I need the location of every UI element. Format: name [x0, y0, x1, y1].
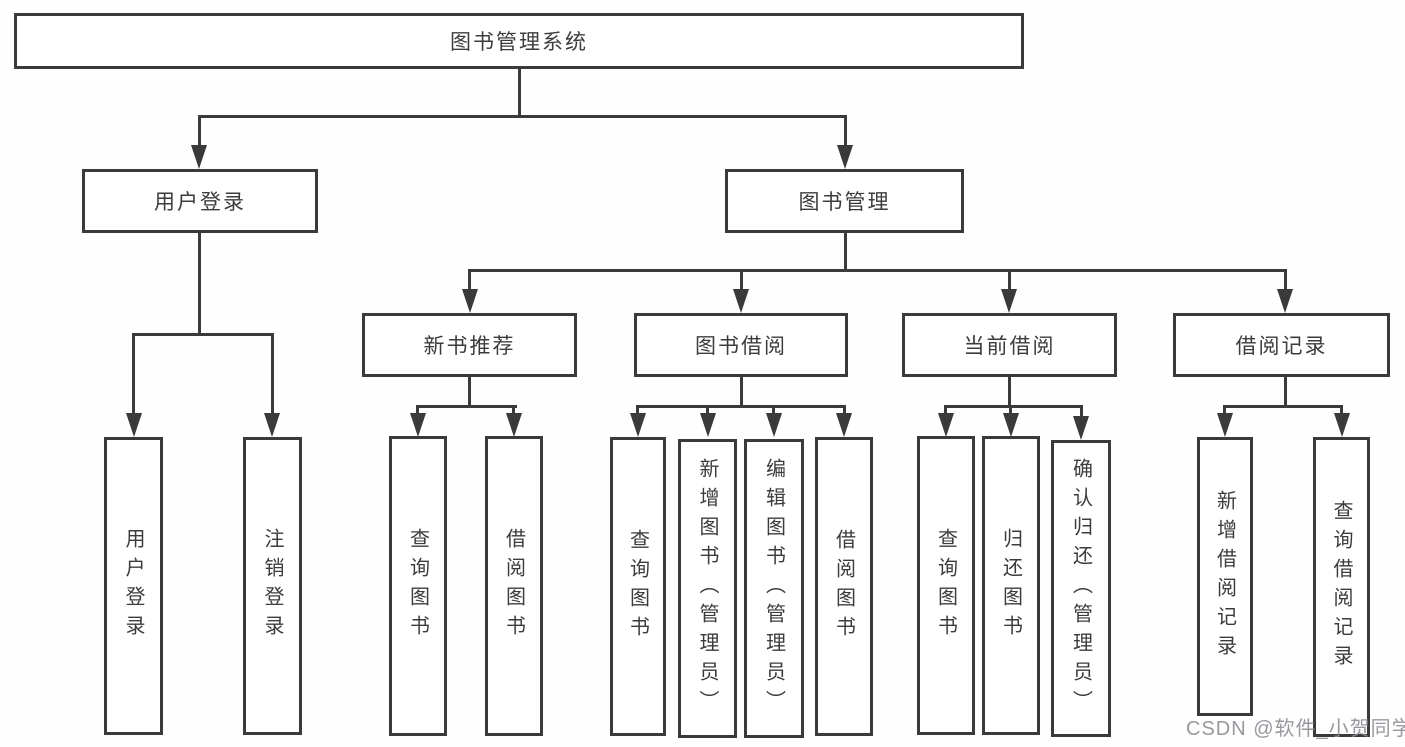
connector-line — [416, 405, 517, 408]
connector-line — [1009, 405, 1012, 417]
leaf-return-book: 归还图书 — [982, 436, 1040, 735]
connector-line — [1080, 405, 1083, 419]
connector-line — [271, 333, 274, 417]
arrow-down-icon — [1217, 413, 1233, 437]
leaf-add-borrow-record-label: 新增借阅记录 — [1213, 489, 1236, 664]
arrow-down-icon — [938, 413, 954, 437]
leaf-recommend-borrow-book: 借阅图书 — [485, 436, 543, 736]
arrow-down-icon — [191, 145, 207, 169]
leaf-current-query-book-label: 查询图书 — [934, 527, 957, 644]
node-book-management: 图书管理 — [725, 169, 964, 233]
arrow-down-icon — [264, 413, 280, 437]
arrow-down-icon — [1073, 416, 1089, 440]
leaf-current-query-book: 查询图书 — [917, 436, 975, 735]
arrow-down-icon — [630, 413, 646, 437]
arrow-down-icon — [837, 145, 853, 169]
leaf-add-book-admin-label: 新增图书（管理员） — [696, 458, 718, 719]
leaf-borrow-book-label: 借阅图书 — [832, 528, 855, 645]
leaf-return-book-label: 归还图书 — [999, 527, 1022, 644]
connector-line — [1223, 405, 1343, 408]
leaf-confirm-return-admin-label: 确认归还（管理员） — [1069, 458, 1092, 719]
connector-line — [468, 269, 1287, 272]
leaf-borrow-query-book: 查询图书 — [610, 437, 666, 736]
arrow-down-icon — [126, 413, 142, 437]
node-root: 图书管理系统 — [14, 13, 1024, 69]
leaf-recommend-borrow-book-label: 借阅图书 — [502, 528, 525, 644]
connector-line — [1284, 377, 1287, 408]
arrow-down-icon — [1277, 289, 1293, 313]
connector-line — [132, 333, 274, 336]
connector-line — [636, 405, 639, 417]
leaf-query-borrow-record-label: 查询借阅记录 — [1330, 500, 1352, 674]
connector-line — [1340, 405, 1343, 417]
leaf-edit-book-admin-label: 编辑图书（管理员） — [762, 458, 785, 719]
connector-line — [1284, 269, 1287, 293]
node-borrow-records-label: 借阅记录 — [1235, 335, 1328, 358]
leaf-user-login: 用户登录 — [104, 437, 163, 735]
node-book-management-label: 图书管理 — [798, 191, 891, 214]
node-borrow-records: 借阅记录 — [1173, 313, 1390, 377]
connector-line — [844, 115, 847, 149]
arrow-down-icon — [410, 413, 426, 437]
leaf-add-borrow-record: 新增借阅记录 — [1197, 437, 1253, 716]
leaf-logout-label: 注销登录 — [261, 528, 283, 644]
csdn-watermark: CSDN @软件_小贺同学 — [1186, 718, 1405, 740]
leaf-confirm-return-admin: 确认归还（管理员） — [1051, 440, 1111, 737]
node-user-login: 用户登录 — [82, 169, 318, 233]
connector-line — [740, 377, 743, 408]
connector-line — [636, 405, 846, 408]
node-current-borrow-label: 当前借阅 — [963, 335, 1056, 358]
connector-line — [416, 405, 419, 417]
connector-line — [1008, 377, 1011, 408]
connector-line — [468, 377, 471, 408]
node-new-book-recommend: 新书推荐 — [362, 313, 577, 377]
node-current-borrow: 当前借阅 — [902, 313, 1117, 377]
arrow-down-icon — [1334, 413, 1350, 437]
connector-line — [1223, 405, 1226, 417]
connector-line — [772, 405, 775, 417]
node-user-login-label: 用户登录 — [154, 191, 246, 214]
connector-line — [944, 405, 1083, 408]
arrow-down-icon — [733, 289, 749, 313]
leaf-borrow-book: 借阅图书 — [815, 437, 873, 736]
node-book-borrow: 图书借阅 — [634, 313, 848, 377]
node-book-borrow-label: 图书借阅 — [695, 335, 787, 358]
leaf-add-book-admin: 新增图书（管理员） — [678, 439, 737, 738]
connector-line — [198, 115, 847, 118]
node-new-book-recommend-label: 新书推荐 — [423, 335, 516, 358]
leaf-user-login-label: 用户登录 — [122, 528, 144, 644]
connector-line — [740, 269, 743, 293]
connector-line — [518, 69, 521, 117]
arrow-down-icon — [700, 413, 716, 437]
connector-line — [944, 405, 947, 417]
arrow-down-icon — [1001, 289, 1017, 313]
arrow-down-icon — [766, 413, 782, 437]
arrow-down-icon — [836, 413, 852, 437]
leaf-query-borrow-record: 查询借阅记录 — [1313, 437, 1370, 737]
leaf-logout: 注销登录 — [243, 437, 302, 735]
connector-line — [706, 405, 709, 417]
connector-line — [1008, 269, 1011, 293]
leaf-recommend-query-book-label: 查询图书 — [406, 528, 429, 644]
connector-line — [132, 333, 135, 417]
leaf-recommend-query-book: 查询图书 — [389, 436, 447, 736]
arrow-down-icon — [506, 413, 522, 437]
connector-line — [843, 405, 846, 417]
arrow-down-icon — [462, 289, 478, 313]
connector-line — [198, 233, 201, 336]
connector-line — [468, 269, 471, 293]
connector-line — [198, 115, 201, 149]
leaf-borrow-query-book-label: 查询图书 — [626, 528, 649, 645]
connector-line — [844, 233, 847, 272]
leaf-edit-book-admin: 编辑图书（管理员） — [744, 439, 804, 738]
arrow-down-icon — [1003, 413, 1019, 437]
connector-line — [512, 405, 515, 417]
node-root-label: 图书管理系统 — [450, 31, 588, 54]
